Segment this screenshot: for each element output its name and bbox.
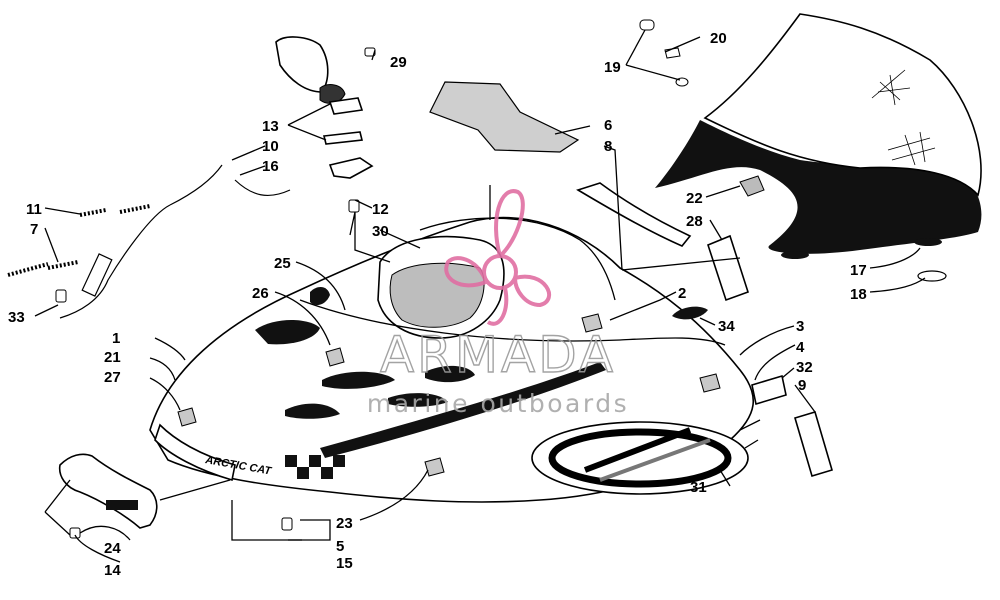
callout-14: 14 <box>104 562 121 579</box>
callout-12: 12 <box>372 201 389 218</box>
callout-18: 18 <box>850 286 867 303</box>
callout-21: 21 <box>104 349 121 366</box>
windshield-lower-dark <box>655 120 982 254</box>
callout-2: 2 <box>678 285 686 302</box>
bracket-part-24 <box>58 453 158 529</box>
callout-17: 17 <box>850 262 867 279</box>
callout-30: 30 <box>372 223 389 240</box>
windshield <box>655 13 982 259</box>
hood-checker-decal <box>285 455 345 479</box>
callout-13: 13 <box>262 118 279 135</box>
hood-vent-mesh <box>389 262 485 328</box>
callout-34: 34 <box>718 318 735 335</box>
callout-16: 16 <box>262 158 279 175</box>
hood-scoop-mid1 <box>322 371 395 389</box>
windshield-crack-marks <box>871 69 936 166</box>
callout-5: 5 <box>336 538 344 555</box>
fastener-part-22 <box>739 175 765 197</box>
callout-28: 28 <box>686 213 703 230</box>
callout-7: 7 <box>30 221 38 238</box>
callout-25: 25 <box>274 255 291 272</box>
hood-center-line <box>299 299 726 346</box>
callout-20: 20 <box>710 30 727 47</box>
callout-4: 4 <box>796 339 805 356</box>
callout-6: 6 <box>604 117 612 134</box>
windshield-foot-left <box>781 251 809 259</box>
hood-front-bumper <box>154 423 236 482</box>
callout-8: 8 <box>604 138 612 155</box>
callout-23: 23 <box>336 515 353 532</box>
callout-3: 3 <box>796 318 804 335</box>
screw-part-20 <box>664 47 681 59</box>
windshield-upper-clear <box>703 13 982 197</box>
callout-33: 33 <box>8 309 25 326</box>
mirror-assembly <box>275 36 374 179</box>
watermark-subtitle: marine outboards <box>367 389 629 418</box>
windshield-foot-right <box>914 238 942 246</box>
foam-pads <box>177 313 721 477</box>
hood-scoop-low1 <box>285 403 340 419</box>
callout-22: 22 <box>686 190 703 207</box>
watermark: ARMADA marine outboards <box>367 189 629 418</box>
callout-9: 9 <box>798 377 806 394</box>
leader-lines <box>34 29 926 563</box>
trim-strip-part-8 <box>576 182 692 247</box>
callout-19: 19 <box>604 59 621 76</box>
callout-11: 11 <box>26 201 42 218</box>
bracket-slot <box>106 500 138 510</box>
hood-side-stripe <box>320 362 606 458</box>
callout-15: 15 <box>336 555 353 572</box>
callout-1: 1 <box>112 330 120 347</box>
cap-part-19 <box>639 19 655 31</box>
decal-31-graphic <box>531 421 749 495</box>
callout-10: 10 <box>262 138 279 155</box>
watermark-logo <box>444 189 552 326</box>
callout-31: 31 <box>690 479 707 496</box>
hood-scoop-top <box>310 286 330 306</box>
callout-29: 29 <box>390 54 407 71</box>
hood-scoop-mid2 <box>425 365 475 383</box>
watermark-title: ARMADA <box>380 326 616 384</box>
callout-32: 32 <box>796 359 813 376</box>
strap-part-9 <box>794 411 833 477</box>
vent-screen-part-6 <box>429 81 580 153</box>
cable-assembly <box>7 164 291 319</box>
callout-labels: 1 2 3 4 5 6 7 8 9 10 11 12 13 14 15 16 1… <box>8 30 867 579</box>
hood-scoop-low2 <box>388 393 448 407</box>
callout-24: 24 <box>104 540 121 557</box>
callout-26: 26 <box>252 285 269 302</box>
hood-scoop-left <box>255 320 320 345</box>
callout-27: 27 <box>104 369 121 386</box>
screws <box>55 47 376 539</box>
emblem-part-34 <box>672 306 708 320</box>
hood-ridge <box>419 217 616 301</box>
decal-part-32 <box>751 374 787 406</box>
decal-part-28 <box>707 234 749 302</box>
